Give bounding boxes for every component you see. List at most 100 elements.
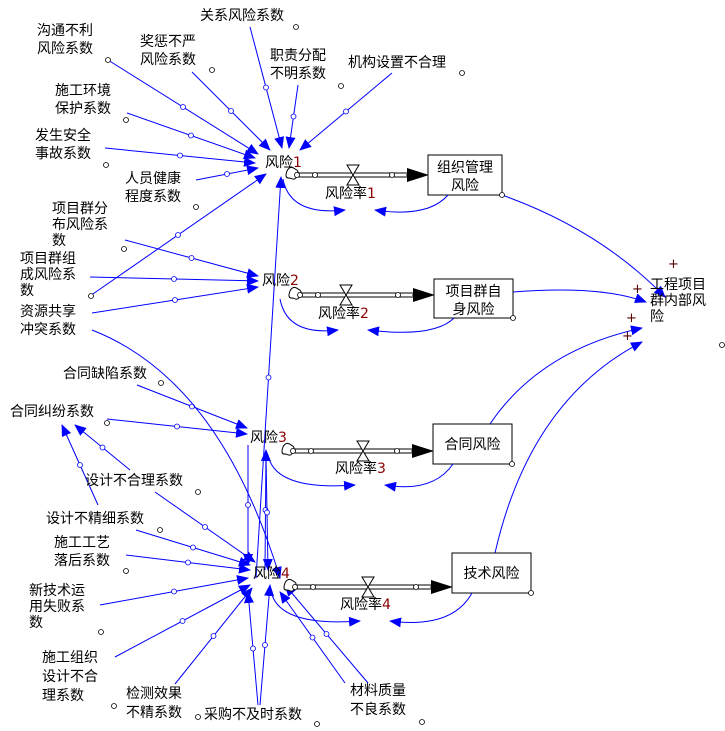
stock-handle[interactable] — [509, 461, 515, 467]
causal-link-arrow — [489, 325, 643, 425]
link-handle[interactable] — [245, 502, 251, 508]
link-handle[interactable] — [99, 444, 106, 451]
variable-handle[interactable] — [121, 246, 127, 252]
variable-handle[interactable] — [419, 719, 425, 725]
link-handle[interactable] — [224, 171, 230, 177]
variable-handle[interactable] — [338, 83, 344, 89]
variable-zhize: 职责分配不明系数 — [270, 48, 326, 82]
variable-handle[interactable] — [293, 24, 299, 30]
link-handle[interactable] — [202, 524, 208, 530]
label-line: 职责分配 — [270, 48, 326, 64]
variable-handle[interactable] — [719, 342, 725, 348]
link-handle[interactable] — [177, 152, 183, 159]
link-handle[interactable] — [172, 297, 178, 303]
variable-handle[interactable] — [195, 714, 201, 720]
link-handle[interactable] — [309, 634, 316, 641]
link-handle[interactable] — [262, 642, 268, 648]
variable-handle[interactable] — [123, 117, 129, 123]
rate-label-text: 风险率 — [325, 185, 367, 202]
link-handle[interactable] — [263, 84, 269, 91]
flow-handle[interactable] — [312, 172, 318, 178]
stock-label: 项目群自 — [446, 284, 502, 300]
variable-handle[interactable] — [158, 380, 164, 386]
variable-handle[interactable] — [123, 568, 129, 574]
flow-handle[interactable] — [394, 448, 400, 454]
variable-handle[interactable] — [104, 420, 110, 426]
link-handle[interactable] — [323, 631, 330, 637]
valve-icon[interactable] — [356, 440, 370, 462]
link-handle[interactable] — [188, 132, 194, 139]
variable-handle[interactable] — [157, 527, 163, 533]
valve-icon[interactable] — [361, 576, 375, 598]
variable-handle[interactable] — [111, 703, 117, 709]
flow-handle[interactable] — [413, 584, 419, 590]
risk-2-label: 风险2 — [262, 273, 299, 289]
flow-handle[interactable] — [290, 448, 296, 454]
link-handle[interactable] — [228, 108, 234, 114]
stock-handle[interactable] — [499, 192, 505, 198]
flow-handle[interactable] — [310, 584, 316, 590]
stock-box[interactable] — [427, 154, 503, 196]
flow-handle[interactable] — [292, 584, 298, 590]
risk-index: 2 — [290, 273, 299, 289]
label-line: 险 — [650, 309, 664, 325]
link-handle[interactable] — [185, 559, 191, 566]
flow-handle[interactable] — [389, 172, 395, 178]
flow-handle[interactable] — [395, 292, 401, 298]
link-handle[interactable] — [175, 232, 181, 238]
label-line: 项目群组 — [20, 251, 76, 267]
stock-box[interactable] — [433, 278, 514, 319]
variable-handle[interactable] — [195, 489, 201, 495]
valve-icon[interactable] — [346, 164, 360, 186]
label-line: 不精系数 — [126, 705, 182, 721]
causal-link-arrow — [367, 317, 455, 337]
stock-box[interactable] — [451, 552, 532, 594]
variable-handle[interactable] — [314, 721, 320, 727]
variable-handle[interactable] — [193, 204, 199, 210]
variable-total: 工程项目群内部风险 — [650, 277, 706, 325]
variable-handle[interactable] — [459, 70, 465, 76]
link-handle[interactable] — [171, 588, 177, 595]
risk-label-text: 风险 — [265, 155, 293, 171]
label-line: 数 — [52, 233, 66, 249]
label-line: 合同缺陷系数 — [63, 366, 147, 382]
label-line: 合同纠纷系数 — [10, 404, 94, 420]
variable-quexian: 合同缺陷系数 — [63, 366, 147, 382]
variable-handle[interactable] — [209, 67, 215, 73]
label-line: 不明系数 — [270, 66, 326, 82]
variable-handle[interactable] — [105, 57, 111, 63]
variable-handle[interactable] — [88, 293, 94, 299]
risk-1-label: 风险1 — [265, 155, 302, 171]
link-handle[interactable] — [171, 276, 177, 282]
link-handle[interactable] — [265, 374, 272, 381]
risk-label-text: 风险 — [253, 566, 281, 582]
label-line: 程度系数 — [125, 189, 181, 205]
stock-handle[interactable] — [528, 590, 534, 596]
link-handle[interactable] — [190, 544, 196, 551]
stock-box[interactable] — [432, 423, 513, 465]
link-handle[interactable] — [77, 462, 83, 468]
label-line: 沟通不利 — [37, 23, 93, 39]
link-handle[interactable] — [343, 108, 349, 115]
link-handle[interactable] — [290, 113, 297, 120]
link-handle[interactable] — [188, 255, 195, 261]
variable-handle[interactable] — [103, 162, 109, 168]
flow-handle[interactable] — [315, 292, 321, 298]
valve-icon[interactable] — [339, 284, 353, 306]
label-line: 设计不合 — [42, 669, 98, 685]
label-line: 数 — [20, 283, 34, 299]
flow-handle[interactable] — [308, 448, 314, 454]
label-line: 施工组织 — [42, 650, 98, 666]
causal-link-arrow — [267, 454, 356, 491]
link-handle[interactable] — [250, 645, 256, 652]
link-handle[interactable] — [264, 509, 270, 516]
stock-handle[interactable] — [510, 315, 516, 321]
flow-handle[interactable] — [294, 172, 300, 178]
link-handle[interactable] — [180, 104, 186, 110]
flow-handle[interactable] — [297, 292, 303, 298]
variable-handle[interactable] — [98, 629, 104, 635]
link-handle[interactable] — [174, 423, 180, 430]
link-handle[interactable] — [210, 633, 217, 639]
link-handle[interactable] — [179, 618, 186, 624]
variable-buheli: 设计不合理系数 — [85, 473, 183, 489]
